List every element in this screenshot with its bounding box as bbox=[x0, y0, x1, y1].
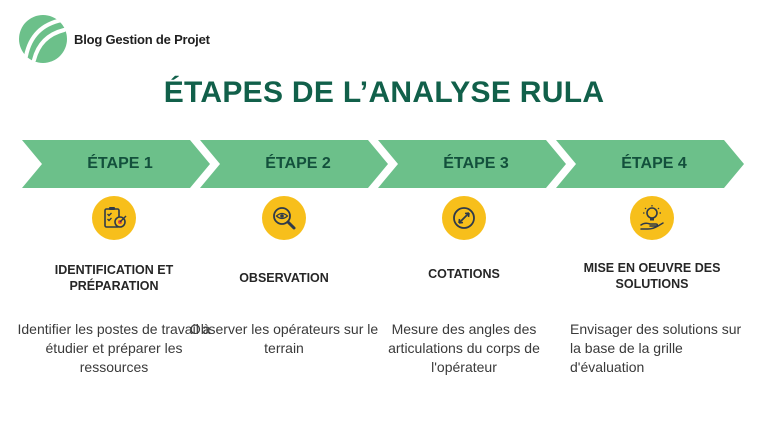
step-1-chevron: ÉTAPE 1 bbox=[22, 140, 210, 188]
step-3-chevron: ÉTAPE 3 bbox=[378, 140, 566, 188]
step-1-title: IDENTIFICATION ET PRÉPARATION bbox=[54, 263, 174, 293]
step-2-chevron: ÉTAPE 2 bbox=[200, 140, 388, 188]
step-2-description: Observer les opérateurs sur le terrain bbox=[189, 321, 379, 356]
step-4-title: MISE EN OEUVRE DES SOLUTIONS bbox=[583, 261, 721, 291]
step-2-title: OBSERVATION bbox=[239, 271, 329, 285]
step-3-title: COTATIONS bbox=[428, 267, 500, 281]
step-3-label: ÉTAPE 3 bbox=[443, 155, 509, 172]
step-3-description: Mesure des angles des articulations du c… bbox=[388, 321, 540, 375]
step-1-label: ÉTAPE 1 bbox=[87, 155, 153, 172]
brand-header: Blog Gestion de Projet bbox=[18, 12, 210, 66]
step-2-icon-badge bbox=[262, 196, 306, 240]
eye-magnifier-icon bbox=[273, 207, 296, 230]
checklist-target-icon bbox=[104, 207, 127, 228]
step-4-label: ÉTAPE 4 bbox=[621, 155, 687, 172]
step-2-label: ÉTAPE 2 bbox=[265, 155, 331, 172]
step-4-chevron: ÉTAPE 4 bbox=[556, 140, 744, 188]
lightbulb-hand-icon bbox=[640, 205, 664, 230]
step-3-column: COTATIONS Mesure des angles des articula… bbox=[374, 196, 554, 375]
step-1-description: Identifier les postes de travail à étudi… bbox=[17, 321, 211, 375]
step-4-icon-badge bbox=[630, 196, 674, 240]
page-title: ÉTAPES DE L’ANALYSE RULA bbox=[163, 76, 605, 109]
step-4-column: MISE EN OEUVRE DES SOLUTIONS Envisager d… bbox=[562, 196, 742, 375]
step-3-icon-badge bbox=[442, 196, 486, 240]
steps-banner: ÉTAPE 1 ÉTAPE 2 ÉTAPE 3 ÉTAPE 4 bbox=[22, 140, 746, 188]
angle-gauge-icon bbox=[453, 207, 475, 229]
step-4-description: Envisager des solutions sur la base de l… bbox=[570, 321, 742, 375]
brand-name: Blog Gestion de Projet bbox=[74, 31, 210, 47]
step-2-column: OBSERVATION Observer les opérateurs sur … bbox=[190, 196, 378, 356]
step-1-column: IDENTIFICATION ET PRÉPARATION Identifier… bbox=[18, 196, 211, 375]
leaf-logo-icon bbox=[19, 15, 67, 63]
step-1-icon-badge bbox=[92, 196, 136, 240]
